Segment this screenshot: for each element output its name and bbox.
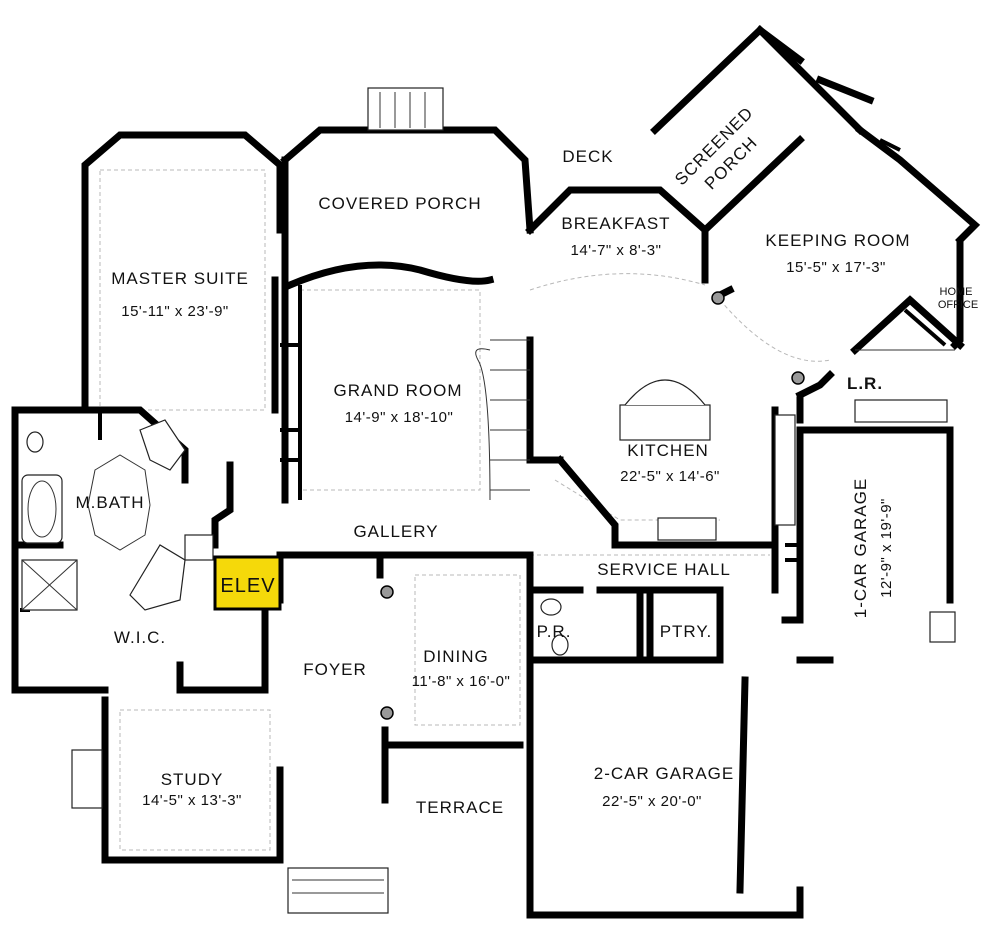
master-suite-dims: 15'-11" x 23'-9" (121, 303, 229, 320)
column-marker (711, 291, 725, 305)
kitchen-dims: 22'-5" x 14'-6" (620, 468, 720, 485)
wic-label: W.I.C. (114, 628, 166, 647)
breakfast-label: BREAKFAST (561, 214, 670, 233)
home-office-label-line2: OFFICE (938, 299, 978, 311)
service-hall-label: SERVICE HALL (597, 560, 731, 579)
dining-dims: 11'-8" x 16'-0" (412, 673, 511, 690)
study-label: STUDY (161, 770, 224, 789)
grand-room-label: GRAND ROOM (334, 381, 463, 400)
elevator-highlight (213, 555, 282, 611)
one-car-garage-label: 1-CAR GARAGE (851, 478, 870, 618)
dining-label: DINING (423, 647, 489, 666)
terrace-label: TERRACE (416, 798, 504, 817)
foyer-label: FOYER (303, 660, 367, 679)
keeping-room-label: KEEPING ROOM (765, 231, 910, 250)
column-marker (380, 585, 394, 599)
grand-room-dims: 14'-9" x 18'-10" (345, 409, 454, 426)
kitchen-label: KITCHEN (627, 441, 709, 460)
two-car-garage-dims: 22'-5" x 20'-0" (602, 793, 702, 810)
two-car-garage-label: 2-CAR GARAGE (594, 764, 734, 783)
m-bath-label: M.BATH (76, 493, 145, 512)
keeping-room-dims: 15'-5" x 17'-3" (786, 259, 886, 276)
columns (380, 291, 805, 720)
covered-porch-label: COVERED PORCH (318, 194, 481, 213)
fixtures (21, 87, 956, 914)
column-marker (791, 371, 805, 385)
breakfast-dims: 14'-7" x 8'-3" (571, 242, 662, 259)
pr-label: P.R. (537, 622, 572, 641)
master-suite-label: MASTER SUITE (111, 269, 249, 288)
home-office-label-line1: HOME (940, 286, 973, 298)
column-marker (380, 706, 394, 720)
ptry-label: PTRY. (660, 622, 713, 641)
lr-label: L.R. (847, 374, 883, 393)
study-dims: 14'-5" x 13'-3" (142, 792, 242, 809)
partitions (20, 138, 955, 612)
elev-label: ELEV (220, 575, 275, 597)
gallery-label: GALLERY (353, 522, 438, 541)
walls (11, 25, 981, 919)
deck-label: DECK (562, 147, 613, 166)
one-car-garage-dims: 12'-9" x 19'-9" (878, 498, 895, 598)
